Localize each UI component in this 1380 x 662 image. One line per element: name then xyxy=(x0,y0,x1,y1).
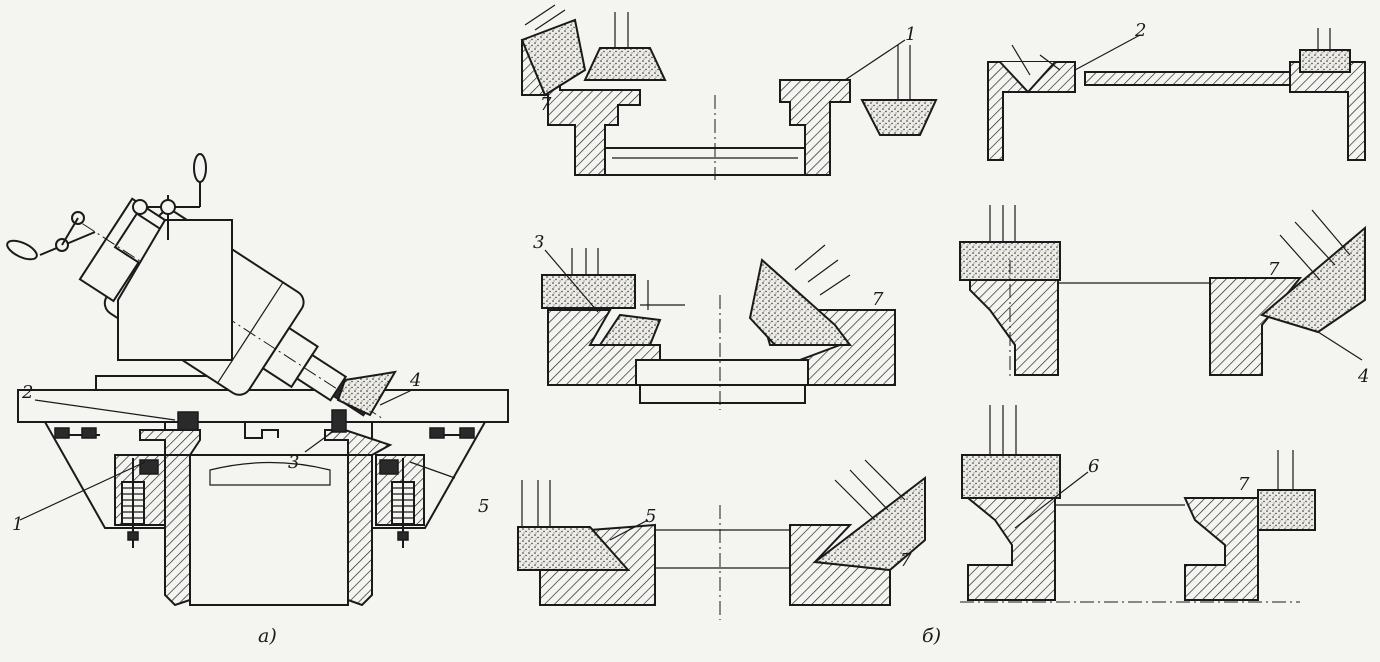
scheme-4: 4 7 xyxy=(959,205,1369,387)
label-b-5: 5 xyxy=(645,506,656,527)
handwheel-top xyxy=(132,153,207,240)
label-a-3: 3 xyxy=(288,452,299,473)
scheme-5: 5 7 xyxy=(517,459,926,620)
label-a-5: 5 xyxy=(478,496,489,517)
carriage-plate xyxy=(17,389,509,423)
label-b-6: 6 xyxy=(1088,456,1099,477)
roughness-mark-1: 7 xyxy=(540,94,552,115)
scheme-2: 2 xyxy=(987,20,1366,161)
roughness-mark-6: 7 xyxy=(1238,474,1250,495)
guide-right xyxy=(324,429,393,456)
roughness-mark-5: 7 xyxy=(900,550,912,571)
label-b-4: 4 xyxy=(1357,366,1369,387)
spindle-head xyxy=(78,197,385,421)
label-b-1: 1 xyxy=(905,24,916,45)
guide-left xyxy=(139,429,201,456)
panel-a: 1 2 3 4 5 a) xyxy=(6,153,509,647)
head-housing xyxy=(117,219,233,361)
clamp-2 xyxy=(177,411,199,431)
spring-adjuster-right xyxy=(375,454,425,548)
label-a-4: 4 xyxy=(409,370,421,391)
leader-5 xyxy=(409,461,456,479)
scheme-3: 3 7 xyxy=(533,232,896,410)
label-b-2: 2 xyxy=(1134,20,1146,41)
leader-3 xyxy=(304,429,336,453)
label-a-1: 1 xyxy=(12,514,23,535)
caption-b: б) xyxy=(922,625,941,647)
center-clamp xyxy=(244,422,279,439)
clamp-3 xyxy=(331,409,347,433)
grinding-wheel xyxy=(336,370,397,417)
scheme-1: 1 7 xyxy=(520,4,938,180)
handwheel-left xyxy=(6,211,96,261)
leader-4 xyxy=(379,389,413,406)
spring-adjuster-left xyxy=(114,454,166,548)
panel-b: 1 7 2 3 xyxy=(517,4,1369,647)
leader-2 xyxy=(34,399,176,421)
caption-a: a) xyxy=(258,625,277,647)
label-b-3: 3 xyxy=(533,232,544,253)
scheme-6: 6 7 xyxy=(960,405,1316,603)
bed-body xyxy=(164,439,373,607)
label-a-2: 2 xyxy=(21,382,33,403)
leader-1 xyxy=(19,461,146,521)
roughness-mark-4: 7 xyxy=(1268,259,1280,280)
roughness-mark-3: 7 xyxy=(872,289,884,310)
